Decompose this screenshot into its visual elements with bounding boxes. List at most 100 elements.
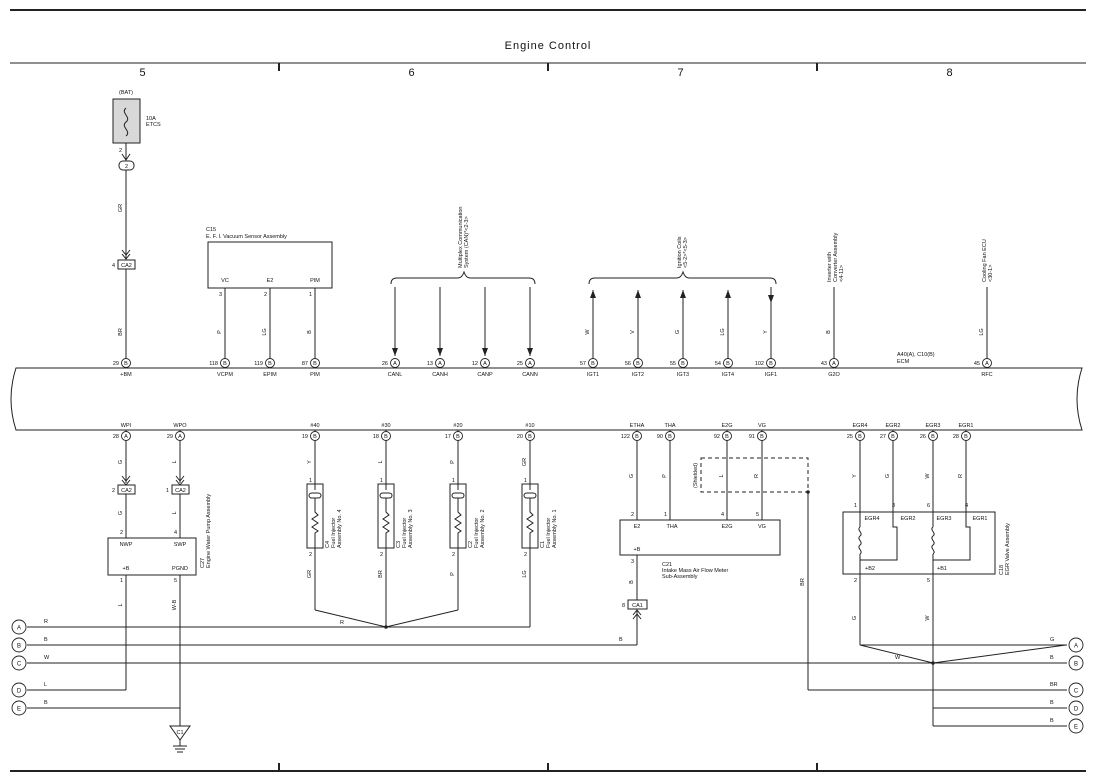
svg-text:B: B: [44, 637, 48, 643]
svg-text:CANP: CANP: [477, 372, 493, 378]
svg-text:+B2: +B2: [865, 566, 875, 572]
ecm-top-terminals: B29+BMB118VCPMB119EPIMB87PIMA26CANLA13CA…: [113, 358, 993, 378]
svg-text:26: 26: [382, 361, 388, 367]
svg-text:Inverter with: Inverter with: [827, 252, 833, 282]
svg-text:18: 18: [373, 434, 379, 440]
svg-text:122: 122: [621, 434, 630, 440]
svg-text:CANH: CANH: [432, 372, 448, 378]
svg-text:B: B: [891, 434, 895, 440]
svg-text:4: 4: [112, 263, 115, 269]
svg-text:G: G: [1050, 637, 1054, 643]
svg-text:A: A: [438, 361, 442, 367]
pin-label: VC: [221, 278, 229, 284]
svg-text:WPI: WPI: [121, 423, 132, 429]
svg-text:45: 45: [974, 361, 980, 367]
svg-text:LG: LG: [979, 328, 985, 335]
svg-text:2: 2: [452, 552, 455, 558]
pin-label: E2: [267, 278, 274, 284]
svg-text:B: B: [931, 434, 935, 440]
svg-text:B: B: [307, 330, 313, 334]
svg-text:E2G: E2G: [721, 524, 732, 530]
svg-text:W: W: [895, 655, 901, 661]
grid-number: 5: [139, 67, 146, 79]
svg-text:IGT4: IGT4: [722, 372, 734, 378]
svg-text:R: R: [340, 620, 344, 626]
svg-text:L: L: [172, 460, 178, 463]
svg-text:VG: VG: [758, 423, 766, 429]
svg-text:EPIM: EPIM: [263, 372, 277, 378]
svg-text:C21: C21: [662, 562, 672, 568]
svg-text:B: B: [528, 434, 532, 440]
svg-text:8: 8: [622, 603, 625, 609]
svg-text:V: V: [630, 330, 636, 334]
svg-text:57: 57: [580, 361, 586, 367]
svg-text:<5-2>*<5-3>: <5-2>*<5-3>: [683, 237, 689, 268]
svg-text:B: B: [629, 580, 635, 584]
svg-text:92: 92: [714, 434, 720, 440]
svg-text:W-B: W-B: [172, 599, 178, 610]
svg-text:G: G: [885, 474, 891, 478]
svg-text:WPO: WPO: [173, 423, 187, 429]
ecm-bottom-terminals: A28WPIA29WPOB19#40B18#30B17#20B20#10B122…: [113, 423, 973, 441]
vacuum-sensor-code: C15: [206, 227, 216, 233]
maf-meter: (Shielded) G P L R BR 2 1 4 5 E2 THA E2G…: [619, 441, 810, 690]
svg-text:#30: #30: [381, 423, 390, 429]
svg-text:#10: #10: [525, 423, 534, 429]
svg-text:102: 102: [755, 361, 764, 367]
svg-text:G: G: [118, 511, 124, 515]
diagram-title: Engine Control: [505, 40, 592, 52]
svg-text:Fuel Injector: Fuel Injector: [546, 518, 552, 548]
bus-connector-right: DB: [1050, 700, 1084, 716]
svg-text:G: G: [629, 474, 635, 478]
svg-text:118: 118: [209, 361, 218, 367]
fuse-connector: 2: [125, 164, 128, 170]
svg-text:Multiplex Communication: Multiplex Communication: [458, 207, 464, 268]
svg-text:VCPM: VCPM: [217, 372, 233, 378]
svg-text:C: C: [1074, 689, 1079, 695]
svg-text:P: P: [217, 330, 223, 334]
grid-number: 6: [408, 67, 415, 79]
svg-text:17: 17: [445, 434, 451, 440]
svg-text:2: 2: [631, 512, 634, 518]
svg-text:EGR2: EGR2: [901, 516, 916, 522]
bus-connector-left: AR: [11, 619, 48, 635]
can-bus: Multiplex Communication System (CAN)*<2-…: [390, 207, 536, 356]
svg-text:G: G: [675, 330, 681, 334]
svg-text:BR: BR: [800, 578, 806, 586]
svg-text:C2: C2: [468, 541, 474, 548]
svg-text:CA2: CA2: [175, 488, 186, 494]
ecm-terminal-bottom: B20#10: [517, 423, 535, 441]
bus-connector-left: EB: [11, 700, 48, 716]
svg-text:2: 2: [854, 578, 857, 584]
svg-text:2: 2: [264, 292, 267, 298]
svg-text:PGND: PGND: [172, 566, 188, 572]
ecm-terminal-bottom: B18#30: [373, 423, 391, 441]
svg-text:A: A: [17, 626, 21, 632]
svg-text:B: B: [124, 361, 128, 367]
inverter-link: Inverter with Converter Assembly <4-11> …: [826, 233, 845, 358]
svg-text:12: 12: [472, 361, 478, 367]
svg-text:28: 28: [113, 434, 119, 440]
ecm-terminal-bottom: B19#40: [302, 423, 320, 441]
svg-text:3: 3: [631, 559, 634, 565]
svg-text:25: 25: [847, 434, 853, 440]
svg-text:27: 27: [880, 434, 886, 440]
svg-text:W: W: [585, 329, 591, 335]
fuse-source: (BAT): [119, 90, 133, 96]
svg-text:G2O: G2O: [828, 372, 840, 378]
svg-text:System (CAN)*<2-3>: System (CAN)*<2-3>: [464, 216, 470, 268]
egr-valve: Y G W R 1 3 6 4 EGR4 EGR2 EGR3 EGR1 +B2 …: [842, 441, 1067, 726]
